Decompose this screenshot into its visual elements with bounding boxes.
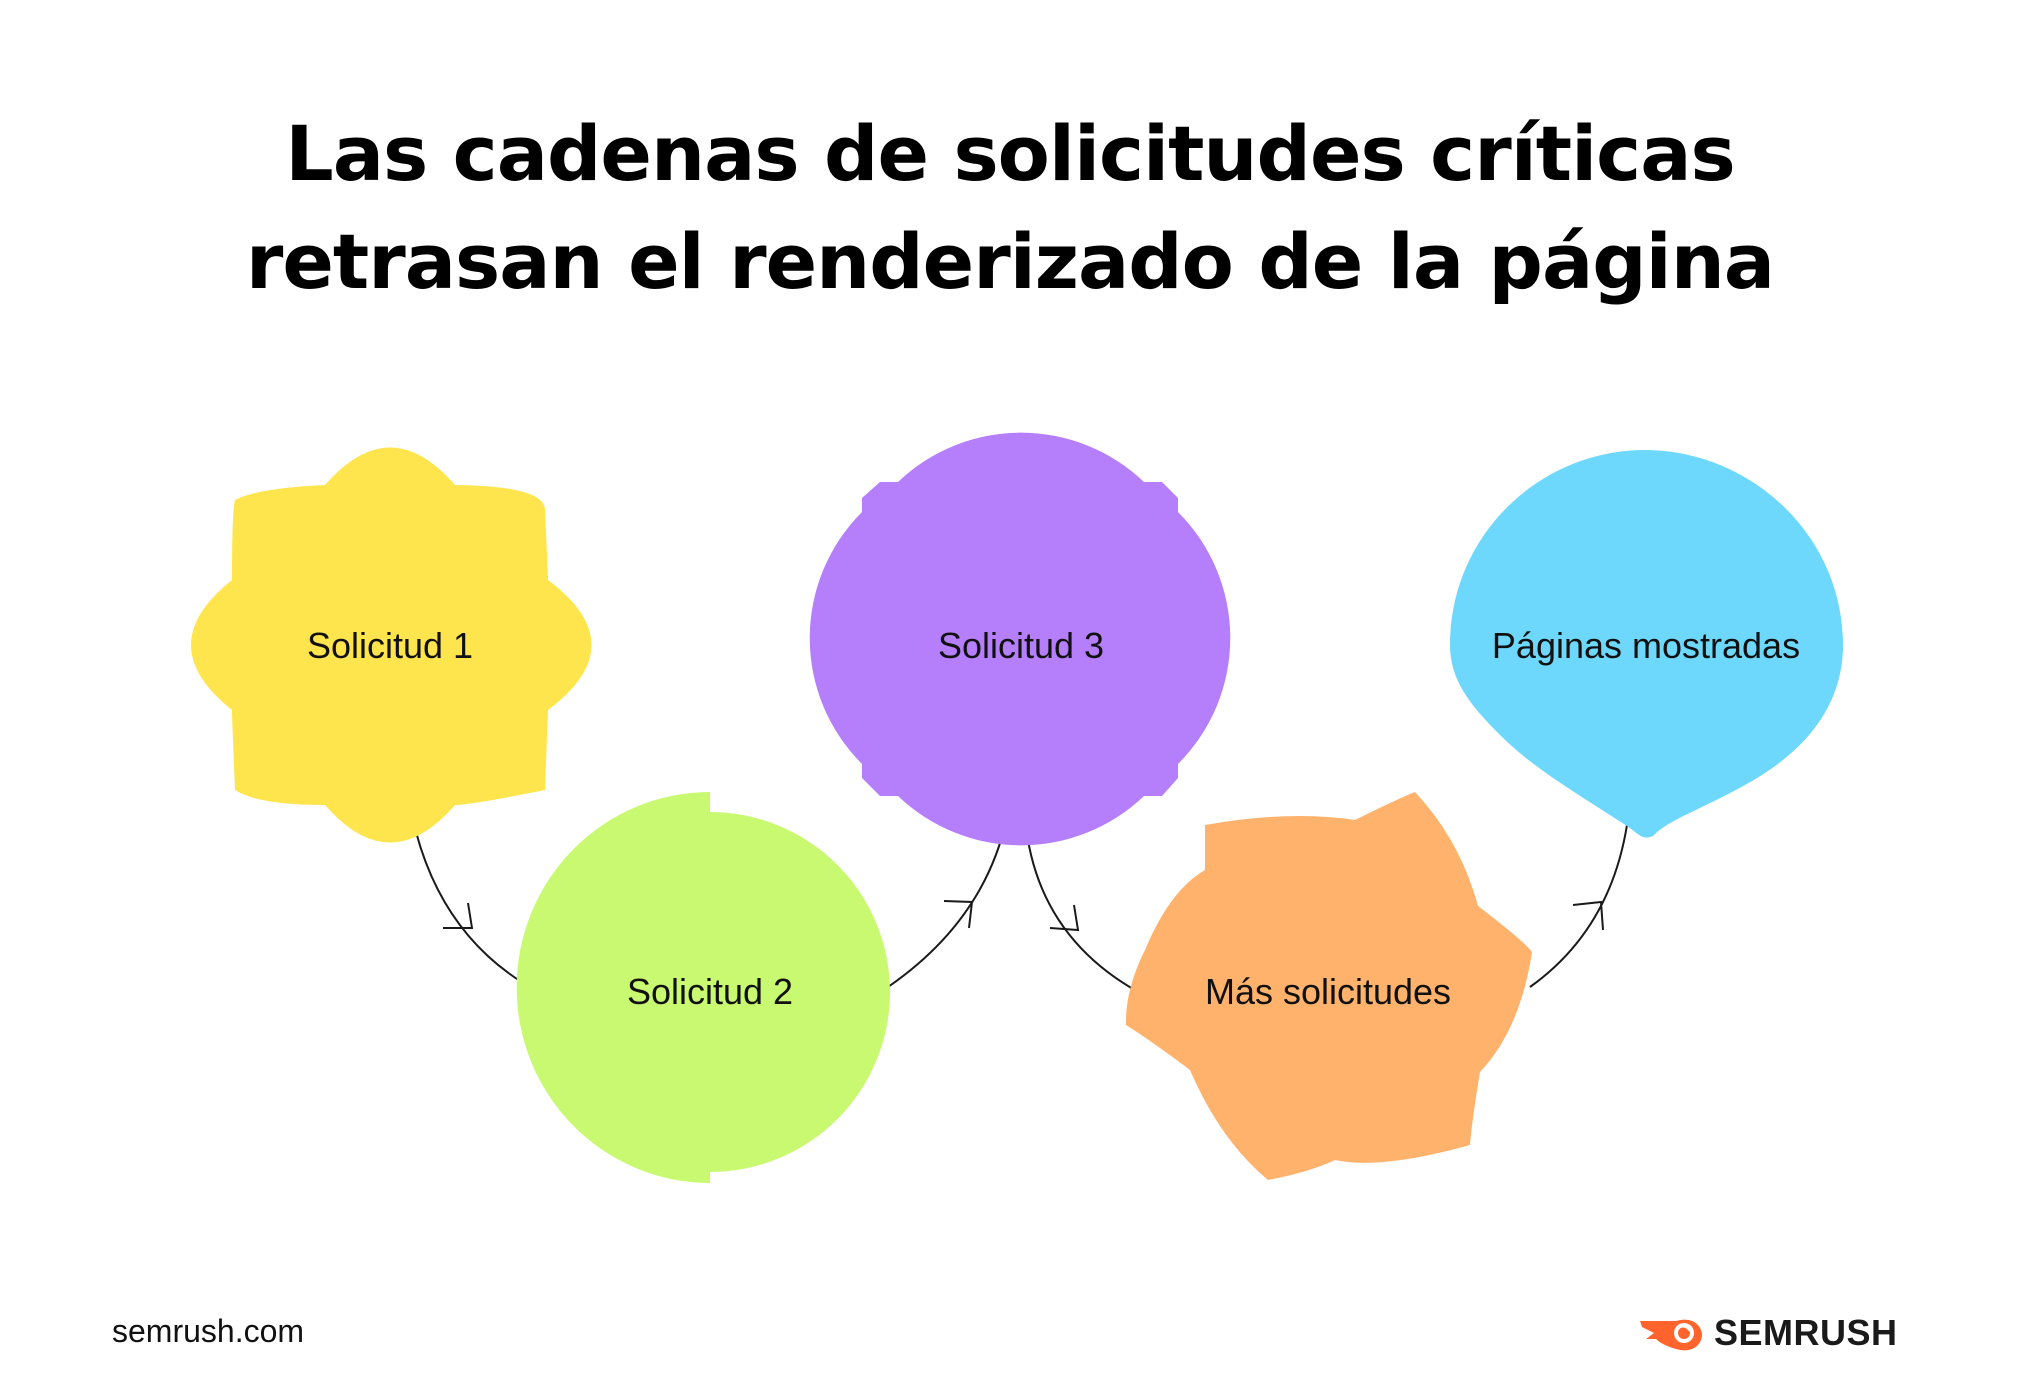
node-paginas-mostradas: Páginas mostradas: [1450, 450, 1843, 838]
title-line-1: Las cadenas de solicitudes críticas: [285, 109, 1735, 198]
brand-name: SEMRUSH: [1714, 1312, 1898, 1353]
notched-circle-shape: [516, 792, 890, 1183]
teardrop-shape: [1450, 450, 1843, 838]
connector-1-2: [415, 831, 536, 991]
node-solicitud-1: Solicitud 1: [191, 447, 592, 843]
node-mas-solicitudes: Más solicitudes: [1125, 792, 1532, 1180]
semrush-logo: SEMRUSH: [1640, 1308, 1898, 1358]
arrowhead-4-5: [1572, 900, 1604, 931]
node-label: Solicitud 3: [938, 625, 1104, 666]
node-label: Solicitud 1: [307, 625, 473, 666]
footer-site-url: semrush.com: [112, 1313, 305, 1349]
node-label: Solicitud 2: [627, 971, 793, 1012]
clipped-circle-shape: [809, 432, 1231, 846]
connector-3-4: [1024, 816, 1141, 994]
title-line-2: retrasan el renderizado de la página: [245, 217, 1775, 306]
semrush-flame-icon: [1640, 1319, 1702, 1351]
node-solicitud-2: Solicitud 2: [516, 792, 890, 1183]
arrowhead-3-4: [1049, 904, 1080, 932]
page-title: Las cadenas de solicitudes críticas retr…: [0, 100, 2020, 316]
arrowhead-2-3: [943, 900, 974, 929]
node-solicitud-3: Solicitud 3: [809, 432, 1231, 846]
node-label: Páginas mostradas: [1492, 625, 1800, 666]
flower-shape: [191, 447, 592, 843]
pinwheel-shape: [1125, 792, 1532, 1180]
node-label: Más solicitudes: [1205, 971, 1451, 1012]
connector-4-5: [1529, 824, 1628, 988]
arrowhead-1-2: [443, 902, 474, 929]
